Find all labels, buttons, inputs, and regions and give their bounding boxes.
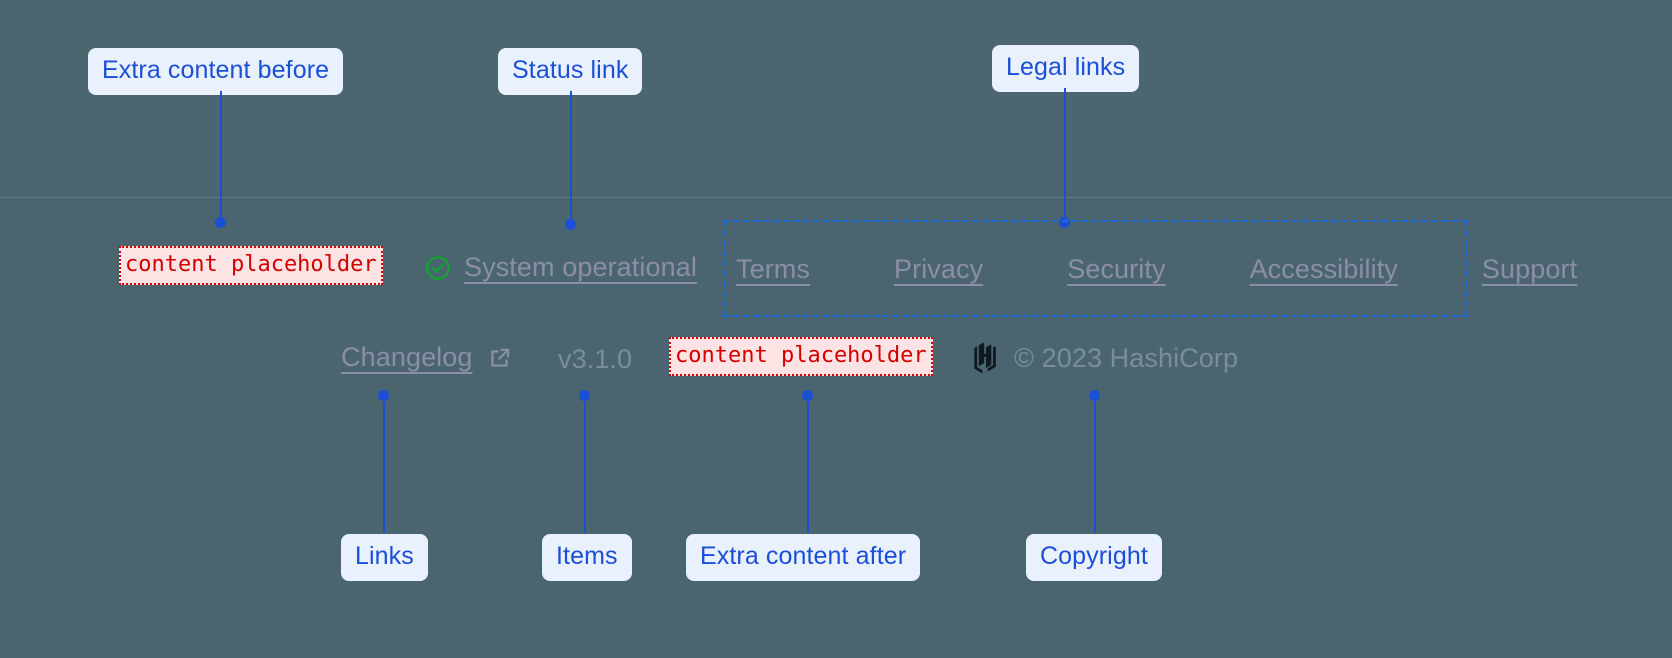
footer-top-divider	[0, 197, 1672, 198]
footer-extra-content-before-placeholder: content placeholder	[119, 246, 383, 286]
footer-version-label: v3.1.0	[558, 344, 633, 374]
footer-status-label: System operational	[464, 252, 697, 282]
annotation-extra-content-before: Extra content before	[88, 48, 344, 95]
background-band-top	[0, 0, 1672, 197]
annotation-dot-items	[579, 390, 590, 401]
annotation-dot-links	[378, 390, 389, 401]
annotation-leader-extra-content-before	[220, 91, 222, 222]
annotation-leader-links	[383, 396, 385, 533]
annotation-extra-content-after: Extra content after	[686, 534, 921, 581]
legal-links-highlight-box	[723, 220, 1467, 317]
annotation-dot-status-link	[565, 219, 576, 230]
annotation-items: Items	[542, 534, 632, 581]
check-circle-icon	[424, 254, 452, 282]
legal-link-terms[interactable]: Terms	[736, 254, 810, 284]
footer-status-link[interactable]: System operational	[424, 252, 697, 283]
annotation-leader-status-link	[570, 91, 572, 224]
annotation-legal-links: Legal links	[992, 45, 1140, 92]
hashicorp-logo	[970, 342, 1000, 374]
annotation-leader-items	[584, 396, 586, 533]
footer-copyright: © 2023 HashiCorp	[970, 342, 1238, 374]
external-link-icon	[487, 345, 513, 371]
footer-changelog-label: Changelog	[341, 342, 473, 372]
annotation-leader-legal-links	[1064, 88, 1066, 222]
legal-link-accessibility[interactable]: Accessibility	[1249, 254, 1398, 284]
annotation-dot-extra-content-before	[215, 217, 226, 228]
footer-changelog-link[interactable]: Changelog	[341, 342, 513, 373]
legal-link-security[interactable]: Security	[1067, 254, 1166, 284]
footer-copyright-text: © 2023 HashiCorp	[1014, 342, 1239, 373]
annotation-dot-extra-content-after	[802, 390, 813, 401]
footer-legal-links-list: Terms Privacy Security Accessibility Sup…	[736, 254, 1577, 285]
annotation-dot-copyright	[1089, 390, 1100, 401]
annotation-dot-legal-links	[1059, 217, 1070, 228]
legal-link-support[interactable]: Support	[1481, 254, 1578, 284]
footer-extra-content-after-placeholder: content placeholder	[669, 337, 933, 377]
legal-link-privacy[interactable]: Privacy	[894, 254, 984, 284]
annotation-leader-copyright	[1094, 396, 1096, 533]
annotation-status-link: Status link	[498, 48, 643, 95]
annotation-leader-extra-content-after	[807, 396, 809, 533]
annotation-copyright: Copyright	[1026, 534, 1162, 581]
annotation-links: Links	[341, 534, 428, 581]
